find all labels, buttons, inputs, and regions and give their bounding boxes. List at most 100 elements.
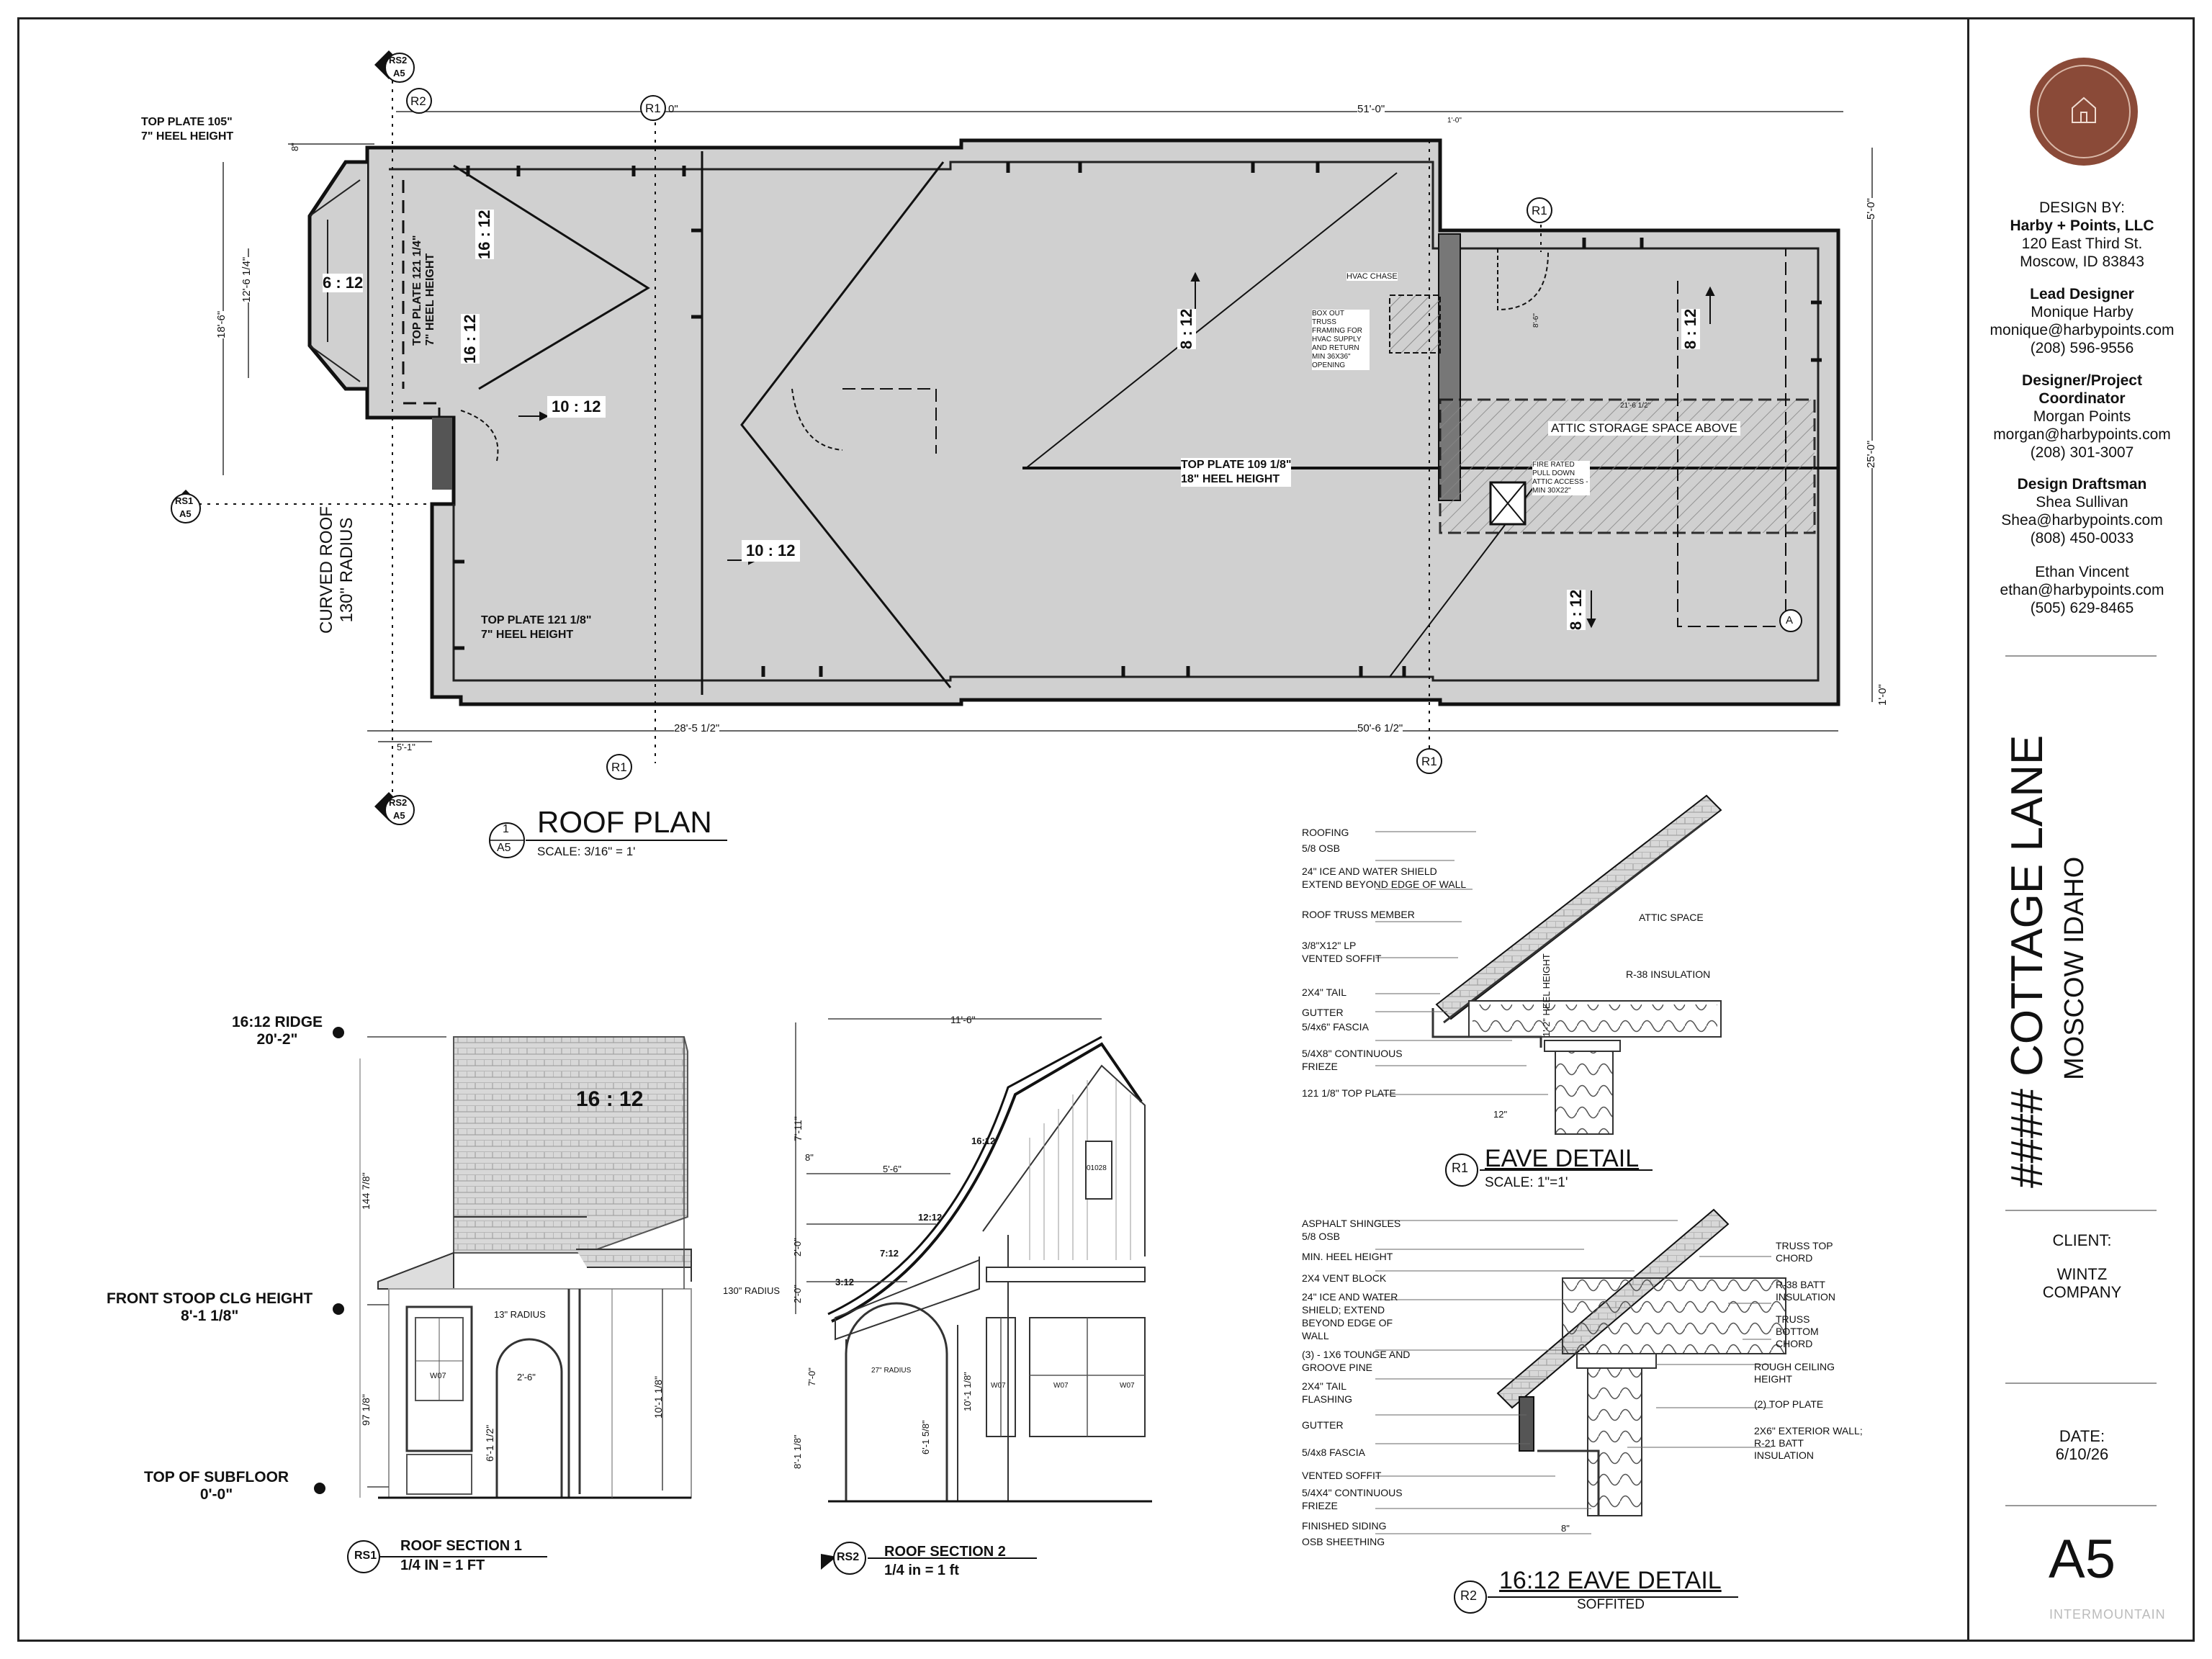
- window-tag: W07: [991, 1382, 1006, 1390]
- section-tag: RS1: [354, 1550, 377, 1562]
- section-marker-sheet: A5: [179, 508, 192, 519]
- eave-note: 24" ICE AND WATER SHIELD: [1302, 866, 1437, 877]
- dimension: 5'-1": [397, 742, 415, 752]
- project-name: #### COTTAGE LANE: [2002, 734, 2052, 1188]
- dimension: 0": [668, 103, 678, 115]
- section-pitch: 16 : 12: [576, 1087, 644, 1111]
- dimension: 8": [805, 1152, 814, 1163]
- box-out-note: BOX OUT TRUSS FRAMING FOR HVAC SUPPLY AN…: [1312, 310, 1370, 370]
- drawing-tag-number: 1: [503, 823, 509, 835]
- sheet-number: A5: [2049, 1529, 2116, 1590]
- dimension: 7'-11": [792, 1116, 804, 1141]
- dimension: 5'-0": [1865, 198, 1877, 220]
- eave-note: EXTEND BEYOND EDGE OF WALL: [1302, 878, 1467, 890]
- dimension: 2'-0": [792, 1285, 803, 1303]
- grid-marker: A: [1786, 614, 1794, 626]
- eave-notes-right: TRUSS TOP CHORD R-38 BATT INSULATION TRU…: [1776, 1240, 1835, 1349]
- eave-note: 5/8 OSB: [1302, 842, 1340, 854]
- grid-marker: R1: [1532, 204, 1547, 217]
- hvac-chase-label: HVAC CHASE: [1346, 272, 1398, 281]
- pitch-label: 16 : 12: [475, 210, 494, 259]
- dimension: 1'-0": [1876, 684, 1889, 706]
- section-tag: RS2: [837, 1551, 860, 1563]
- detail-tag: R1: [1452, 1161, 1469, 1175]
- eave-note: 2X4" TAIL: [1302, 986, 1347, 998]
- roof-section-1: [314, 1027, 692, 1573]
- firm-logo: [2030, 58, 2138, 166]
- section-pitch: 3:12: [835, 1277, 855, 1287]
- watermark: INTERMOUNTAIN: [2049, 1607, 2166, 1622]
- ethan-vincent-block: Ethan Vincent ethan@harbypoints.com (505…: [2000, 564, 2164, 616]
- dimension: 12'-6 1/4": [240, 256, 253, 302]
- drawing-title: ROOF PLAN: [537, 805, 712, 839]
- dimension: 8": [1561, 1523, 1570, 1534]
- dimension: 7'-0": [806, 1367, 817, 1386]
- project-location: MOSCOW IDAHO: [2059, 856, 2090, 1080]
- dimension: 2'-6": [517, 1372, 536, 1382]
- section-pitch: 7:12: [880, 1248, 899, 1259]
- drawing-sheet-border: [17, 17, 2195, 1642]
- section-title: ROOF SECTION 2: [884, 1544, 1006, 1560]
- eave-detail-r1: [1375, 794, 1722, 1187]
- window-tag: W07: [1120, 1382, 1135, 1390]
- dimension: 2'-0": [792, 1238, 803, 1256]
- eave-note: 5/4X8" CONTINUOUS: [1302, 1048, 1403, 1059]
- project-title: #### COTTAGE LANE MOSCOW IDAHO: [2002, 670, 2090, 1188]
- window-tag: W07: [430, 1372, 446, 1380]
- dimension: 12": [1493, 1109, 1508, 1120]
- dimension: 6'-1 5/8": [920, 1420, 931, 1455]
- dimension: 97 1/8": [360, 1394, 372, 1426]
- dimension: 25'-0": [1865, 440, 1877, 468]
- roof-plan: [171, 50, 1873, 858]
- section-scale: 1/4 in = 1 ft: [884, 1563, 959, 1578]
- grid-marker: R1: [1421, 755, 1437, 768]
- drawing-scale: SCALE: 3/16" = 1': [537, 845, 636, 858]
- house-icon: [2072, 96, 2096, 123]
- attic-storage-label: ATTIC STORAGE SPACE ABOVE: [1548, 421, 1740, 436]
- roof-section-2: [795, 1018, 1152, 1575]
- dimension: 18'-6": [215, 310, 228, 338]
- eave-note: FRIEZE: [1302, 1061, 1338, 1072]
- dimension: 21'-6 1/2": [1620, 402, 1651, 410]
- lead-designer-block: Lead Designer Monique Harby monique@harb…: [1990, 286, 2175, 356]
- dimension: 8": [289, 143, 300, 151]
- eave-note: VENTED SOFFIT: [1302, 953, 1382, 964]
- coordinator-block: Designer/Project Coordinator Morgan Poin…: [1993, 372, 2171, 461]
- dimension: 28'-5 1/2": [674, 722, 720, 734]
- section-marker-rs2: RS2: [389, 797, 408, 808]
- section-scale: 1/4 IN = 1 FT: [400, 1557, 485, 1573]
- grid-marker: R1: [611, 760, 627, 774]
- detail-title: 16:12 EAVE DETAIL: [1499, 1567, 1722, 1594]
- pitch-label: 16 : 12: [461, 314, 480, 364]
- detail-title: EAVE DETAIL: [1485, 1145, 1640, 1172]
- title-block: DESIGN BY: Harby + Points, LLC 120 East …: [1967, 17, 2195, 1642]
- eave-note: GUTTER: [1302, 1007, 1344, 1018]
- detail-scale: SCALE: 1"=1': [1485, 1175, 1568, 1190]
- eave-note: 3/8"X12" LP: [1302, 940, 1357, 951]
- radius-note: 27" RADIUS: [871, 1367, 912, 1375]
- heel-height-label: 1'-2" HEEL HEIGHT: [1541, 953, 1552, 1037]
- dimension: 8'-1 1/8": [792, 1434, 803, 1469]
- dimension: 11'-6": [950, 1014, 976, 1025]
- dimension: 5'-6": [883, 1164, 902, 1174]
- dimension: 1'-0": [1447, 117, 1462, 125]
- section-marker-sheet: A5: [393, 68, 405, 78]
- dimension: 10'-1 1/8": [962, 1372, 973, 1411]
- section-pitch: 12:12: [918, 1212, 943, 1223]
- eave-note: 5/4x6" FASCIA: [1302, 1021, 1369, 1033]
- section-marker-sheet: A5: [393, 810, 405, 821]
- draftsman-block: Design Draftsman Shea Sullivan Shea@harb…: [2001, 476, 2163, 547]
- eave-notes-right-lower: ROUGH CEILING HEIGHT (2) TOP PLATE 2X6" …: [1754, 1361, 1863, 1461]
- eave-note: ROOFING: [1302, 827, 1349, 838]
- radius-note: 130" RADIUS: [723, 1285, 781, 1296]
- pitch-label: 6 : 12: [323, 274, 364, 292]
- fire-rated-access-note: FIRE RATED PULL DOWN ATTIC ACCESS - MIN …: [1532, 461, 1590, 495]
- vent-tag: 01028: [1087, 1164, 1107, 1172]
- dimension: 50'-6 1/2": [1357, 722, 1403, 734]
- dimension: 10'-1 1/8": [652, 1375, 664, 1419]
- top-plate-109-note: TOP PLATE 109 1/8"18" HEEL HEIGHT: [1181, 458, 1292, 487]
